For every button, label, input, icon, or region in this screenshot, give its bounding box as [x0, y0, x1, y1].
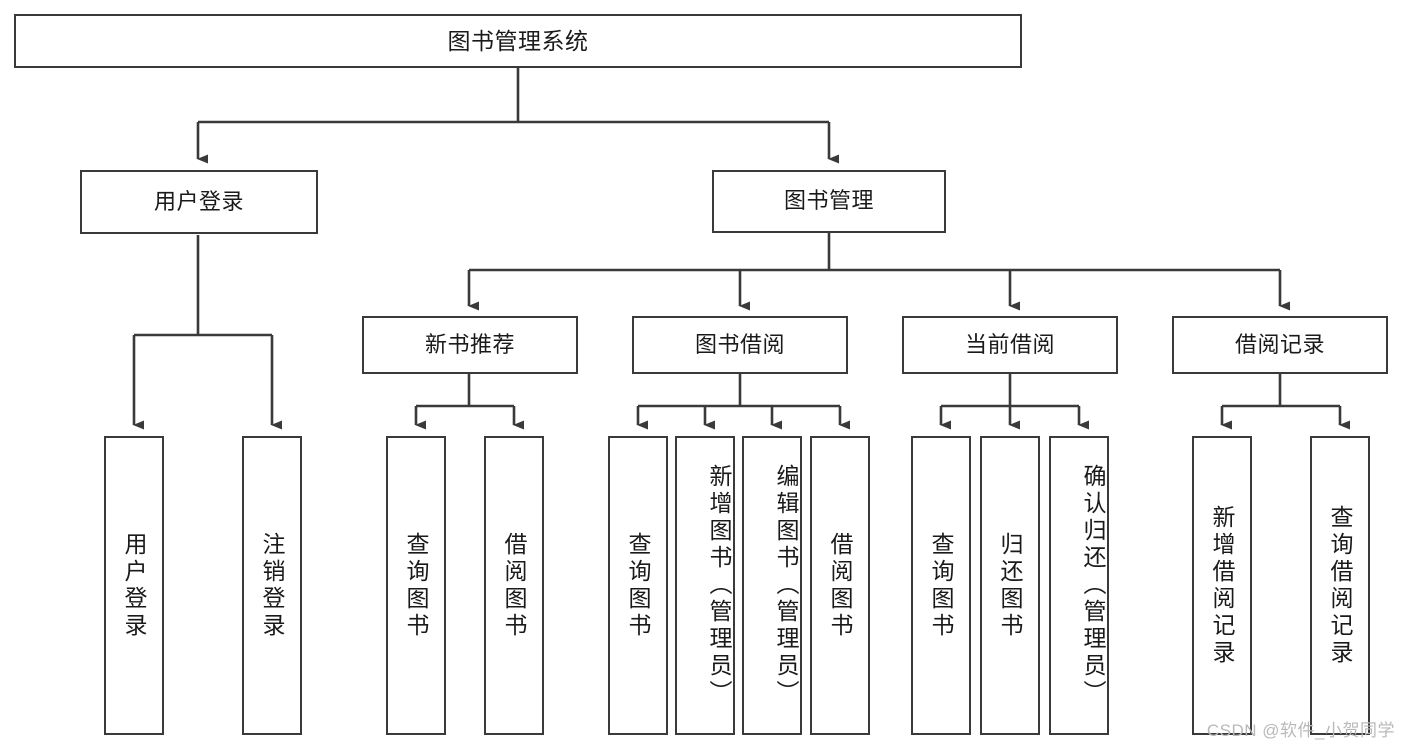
leaf-book-borrow-query-label: 查询图书 — [625, 531, 652, 640]
leaf-user-login-signout-label: 注销登录 — [259, 531, 286, 640]
leaf-book-borrow-borrow-label: 借阅图书 — [827, 531, 854, 640]
leaf-book-borrow-add-label: 新增图书（管理员） — [706, 464, 732, 707]
node-book-management-label: 图书管理 — [783, 188, 874, 214]
leaf-current-borrow-confirm-return[interactable]: 确认归还（管理员） — [1049, 436, 1109, 735]
node-user-login-label: 用户登录 — [153, 188, 244, 214]
leaf-new-book-borrow[interactable]: 借阅图书 — [484, 436, 544, 735]
node-current-borrow-label: 当前借阅 — [964, 331, 1055, 357]
node-book-borrow-label: 图书借阅 — [694, 331, 785, 357]
leaf-current-borrow-return[interactable]: 归还图书 — [980, 436, 1040, 735]
leaf-borrow-record-add[interactable]: 新增借阅记录 — [1192, 436, 1252, 735]
leaf-user-login-signout[interactable]: 注销登录 — [242, 436, 302, 735]
node-book-management[interactable]: 图书管理 — [712, 170, 946, 233]
node-current-borrow[interactable]: 当前借阅 — [902, 316, 1118, 374]
node-borrow-record-label: 借阅记录 — [1234, 331, 1325, 357]
leaf-book-borrow-borrow[interactable]: 借阅图书 — [810, 436, 870, 735]
leaf-borrow-record-query[interactable]: 查询借阅记录 — [1310, 436, 1370, 735]
node-new-book-recommend-label: 新书推荐 — [424, 331, 515, 357]
leaf-new-book-query[interactable]: 查询图书 — [386, 436, 446, 735]
leaf-borrow-record-add-label: 新增借阅记录 — [1209, 504, 1236, 667]
node-user-login[interactable]: 用户登录 — [80, 170, 318, 234]
leaf-user-login-signin[interactable]: 用户登录 — [104, 436, 164, 735]
leaf-book-borrow-edit-label: 编辑图书（管理员） — [773, 464, 799, 707]
leaf-current-borrow-confirm-return-label: 确认归还（管理员） — [1080, 464, 1106, 707]
leaf-current-borrow-query[interactable]: 查询图书 — [911, 436, 971, 735]
leaf-current-borrow-query-label: 查询图书 — [928, 531, 955, 640]
leaf-current-borrow-return-label: 归还图书 — [997, 531, 1024, 640]
node-root-system-label: 图书管理系统 — [447, 27, 589, 54]
csdn-watermark: CSDN @软件_小贺同学 — [1206, 721, 1395, 740]
node-new-book-recommend[interactable]: 新书推荐 — [362, 316, 578, 374]
leaf-book-borrow-query[interactable]: 查询图书 — [608, 436, 668, 735]
node-book-borrow[interactable]: 图书借阅 — [632, 316, 848, 374]
leaf-new-book-query-label: 查询图书 — [403, 531, 430, 640]
leaf-borrow-record-query-label: 查询借阅记录 — [1327, 504, 1354, 667]
node-borrow-record[interactable]: 借阅记录 — [1172, 316, 1388, 374]
leaf-book-borrow-edit[interactable]: 编辑图书（管理员） — [742, 436, 802, 735]
leaf-user-login-signin-label: 用户登录 — [121, 531, 148, 640]
node-root-system[interactable]: 图书管理系统 — [14, 14, 1022, 68]
leaf-new-book-borrow-label: 借阅图书 — [501, 531, 528, 640]
leaf-book-borrow-add[interactable]: 新增图书（管理员） — [675, 436, 735, 735]
